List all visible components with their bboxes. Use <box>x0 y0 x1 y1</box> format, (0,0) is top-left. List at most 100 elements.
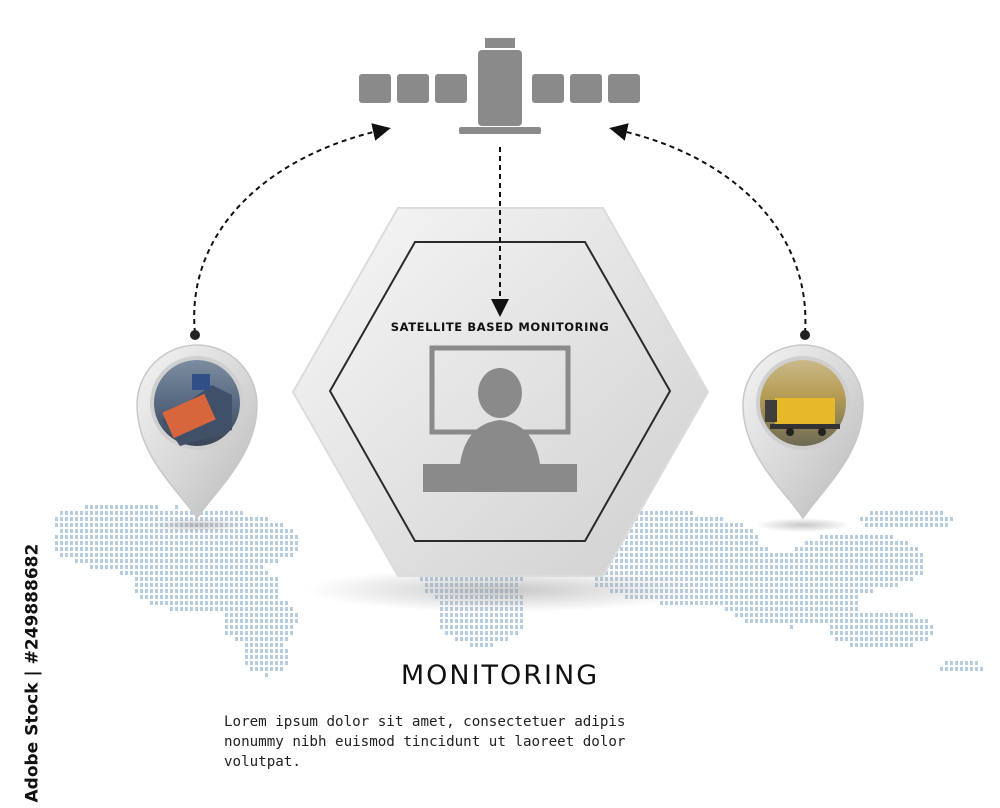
map-dot <box>290 619 293 623</box>
map-dot <box>825 577 828 581</box>
map-dot <box>890 643 893 647</box>
map-dot <box>285 529 288 533</box>
map-dot <box>465 619 468 623</box>
map-dot <box>480 643 483 647</box>
map-dot <box>230 583 233 587</box>
map-dot <box>660 565 663 569</box>
map-dot <box>700 523 703 527</box>
map-dot <box>750 571 753 575</box>
map-dot <box>155 565 158 569</box>
map-dot <box>730 553 733 557</box>
map-dot <box>615 553 618 557</box>
map-dot <box>245 583 248 587</box>
map-dot <box>870 583 873 587</box>
map-dot <box>845 619 848 623</box>
map-dot <box>980 667 983 671</box>
map-dot <box>775 613 778 617</box>
map-dot <box>905 613 908 617</box>
map-dot <box>85 559 88 563</box>
map-dot <box>970 661 973 665</box>
map-dot <box>820 547 823 551</box>
map-dot <box>215 571 218 575</box>
map-dot <box>785 613 788 617</box>
map-dot <box>225 577 228 581</box>
map-dot <box>735 577 738 581</box>
map-dot <box>795 547 798 551</box>
map-dot <box>165 529 168 533</box>
map-dot <box>145 511 148 515</box>
map-dot <box>480 613 483 617</box>
map-dot <box>65 541 68 545</box>
map-dot <box>840 577 843 581</box>
map-dot <box>235 625 238 629</box>
map-dot <box>510 619 513 623</box>
map-dot <box>790 607 793 611</box>
map-dot <box>810 559 813 563</box>
map-dot <box>880 511 883 515</box>
map-dot <box>855 631 858 635</box>
map-dot <box>230 577 233 581</box>
map-dot <box>265 553 268 557</box>
map-dot <box>695 547 698 551</box>
map-dot <box>760 553 763 557</box>
map-dot <box>270 559 273 563</box>
map-dot <box>170 565 173 569</box>
map-dot <box>485 619 488 623</box>
map-dot <box>765 559 768 563</box>
map-dot <box>240 547 243 551</box>
map-dot <box>175 511 178 515</box>
map-dot <box>275 589 278 593</box>
map-dot <box>710 529 713 533</box>
map-dot <box>880 583 883 587</box>
map-dot <box>865 643 868 647</box>
map-dot <box>695 553 698 557</box>
map-dot <box>675 601 678 605</box>
map-dot <box>895 637 898 641</box>
map-dot <box>860 571 863 575</box>
map-dot <box>670 535 673 539</box>
map-dot <box>700 577 703 581</box>
map-dot <box>290 541 293 545</box>
map-dot <box>180 607 183 611</box>
map-dot <box>55 541 58 545</box>
map-dot <box>830 589 833 593</box>
map-dot <box>235 595 238 599</box>
map-dot <box>85 535 88 539</box>
map-dot <box>280 523 283 527</box>
map-dot <box>230 595 233 599</box>
map-dot <box>260 595 263 599</box>
map-dot <box>835 601 838 605</box>
map-dot <box>740 577 743 581</box>
map-dot <box>235 553 238 557</box>
map-dot <box>680 517 683 521</box>
map-dot <box>195 535 198 539</box>
map-dot <box>795 613 798 617</box>
map-dot <box>230 511 233 515</box>
body-line: volutpat. <box>224 754 301 770</box>
map-dot <box>940 511 943 515</box>
map-dot <box>935 511 938 515</box>
map-dot <box>635 547 638 551</box>
map-dot <box>180 565 183 569</box>
map-dot <box>810 547 813 551</box>
map-dot <box>205 571 208 575</box>
map-dot <box>880 517 883 521</box>
map-dot <box>255 613 258 617</box>
map-dot <box>730 565 733 569</box>
map-dot <box>170 517 173 521</box>
map-dot <box>175 589 178 593</box>
map-dot <box>825 541 828 545</box>
map-dot <box>240 565 243 569</box>
map-dot <box>180 547 183 551</box>
map-dot <box>955 661 958 665</box>
map-dot <box>815 595 818 599</box>
map-dot <box>830 583 833 587</box>
map-dot <box>650 541 653 545</box>
map-dot <box>155 583 158 587</box>
map-dot <box>850 637 853 641</box>
map-dot <box>875 571 878 575</box>
map-dot <box>75 529 78 533</box>
map-dot <box>900 643 903 647</box>
map-dot <box>260 583 263 587</box>
map-dot <box>460 631 463 635</box>
